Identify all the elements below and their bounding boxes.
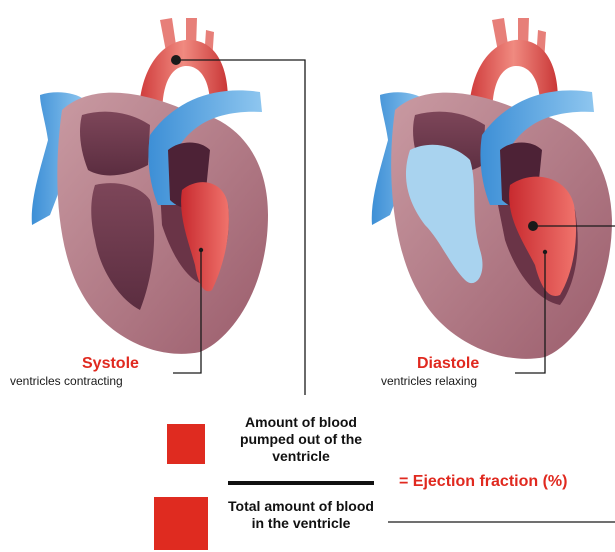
systole-heart xyxy=(32,18,305,395)
fraction-bar xyxy=(228,481,374,485)
diastole-ventricle-dot xyxy=(543,250,547,254)
numerator-text: Amount of blood pumped out of the ventri… xyxy=(221,414,381,465)
denominator-swatch xyxy=(154,497,208,550)
systole-subtitle: ventricles contracting xyxy=(10,374,123,388)
diastole-label: Diastole xyxy=(417,355,479,373)
systole-label: Systole xyxy=(82,355,139,373)
numerator-swatch xyxy=(167,424,205,464)
diastole-subtitle: ventricles relaxing xyxy=(381,374,477,388)
left-atrium-chamber xyxy=(80,112,150,176)
denominator-text: Total amount of blood in the ventricle xyxy=(221,498,381,532)
systole-ventricle-dot xyxy=(199,248,203,252)
ejection-fraction-result: = Ejection fraction (%) xyxy=(399,473,567,491)
diastole-heart xyxy=(372,18,615,373)
